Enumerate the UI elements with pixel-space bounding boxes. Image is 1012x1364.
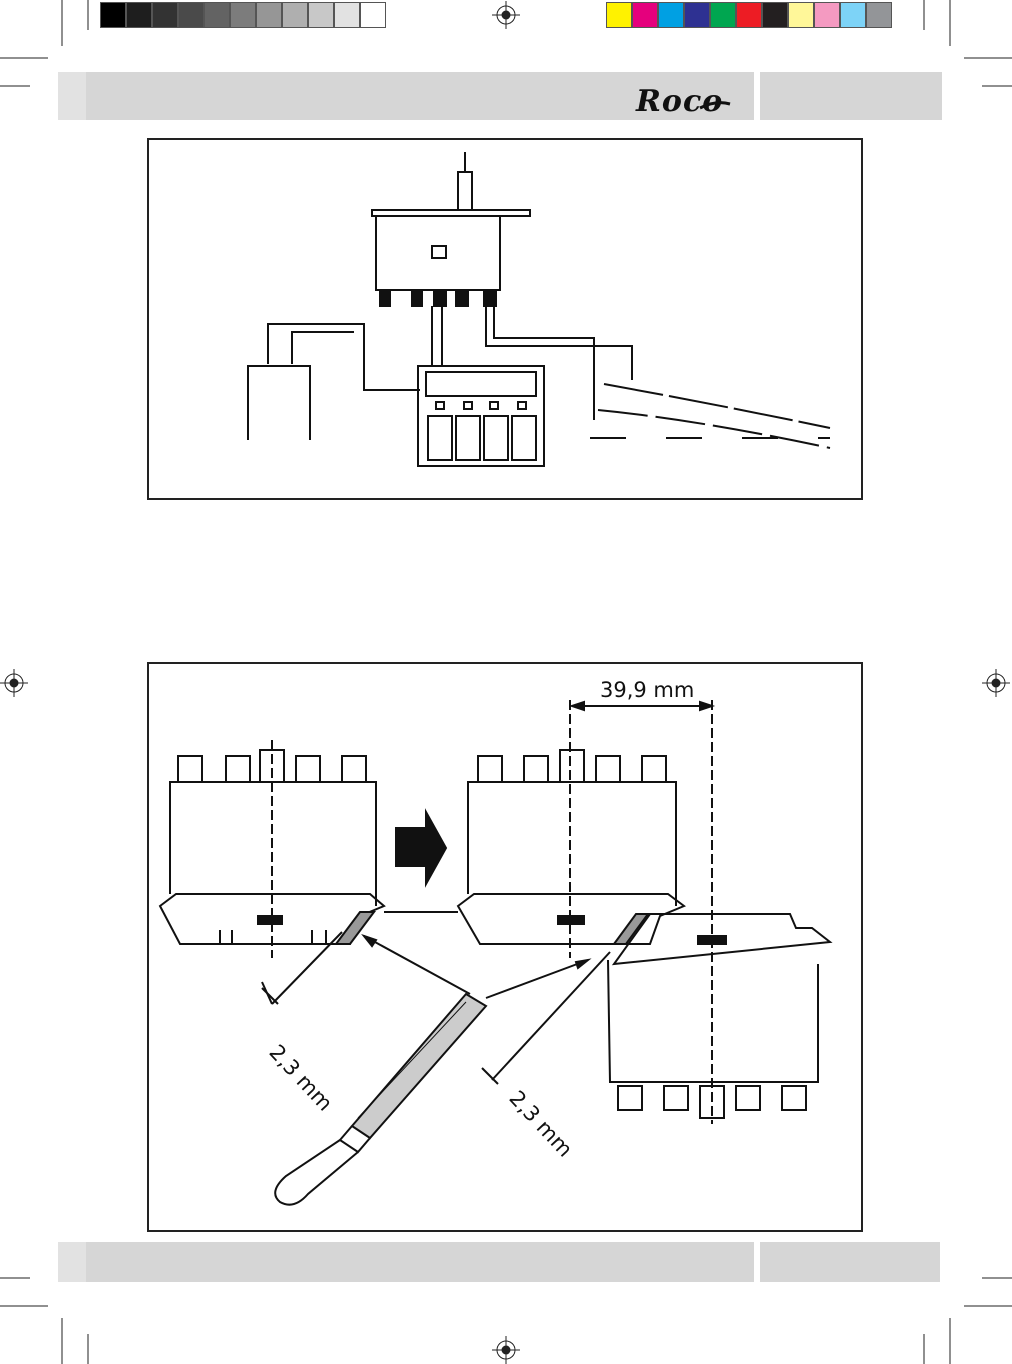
registration-target-right (982, 669, 1010, 697)
filing-diagram-figure (147, 662, 863, 1232)
dimension-39-9-mm: 39,9 mm (600, 678, 694, 702)
registration-target-left (0, 669, 28, 697)
registration-target-bottom (492, 1336, 520, 1364)
wiring-diagram-figure (147, 138, 863, 500)
registration-target-top (492, 1, 520, 29)
